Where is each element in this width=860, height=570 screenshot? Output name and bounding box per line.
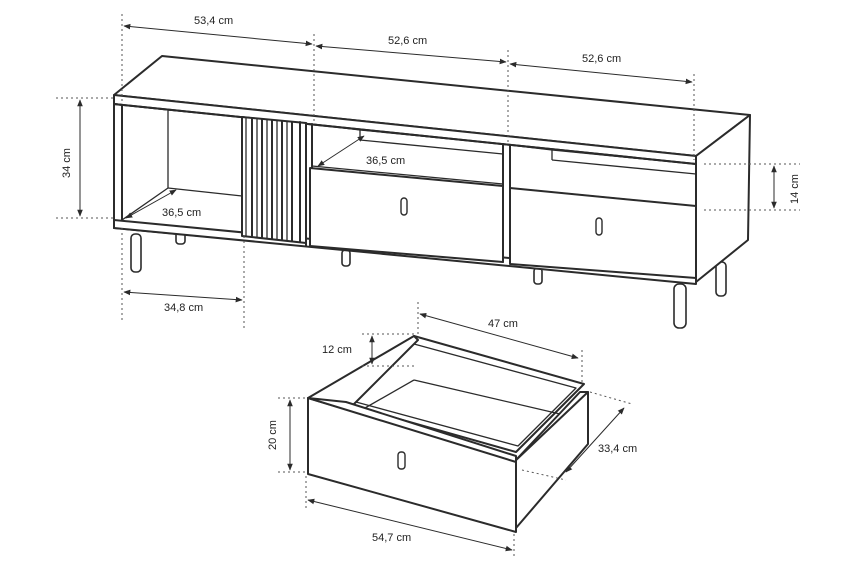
drawer-detail <box>307 335 589 533</box>
label-drawer-inner-height: 12 cm <box>322 344 352 356</box>
drawer-detail-handle[interactable] <box>397 451 406 470</box>
dim-line-depth-left <box>125 189 177 219</box>
label-depth-left: 36,5 cm <box>162 207 201 219</box>
drawer-dimensions: 47 cm 12 cm 20 cm 33,4 cm 54,7 cm <box>267 302 637 556</box>
slatted-door[interactable] <box>241 116 307 244</box>
cabinet-left-side <box>113 103 123 229</box>
dim-line-open-compartment <box>123 289 243 303</box>
label-top-middle-width: 52,6 cm <box>388 35 427 47</box>
label-drawer-depth: 33,4 cm <box>598 443 637 455</box>
label-drawer-inner-width: 47 cm <box>488 318 518 330</box>
left-compartment-back <box>121 104 169 221</box>
dim-line-depth-middle <box>317 135 365 167</box>
cabinet-leg-back-right <box>533 267 543 285</box>
label-total-height: 34 cm <box>61 148 73 178</box>
dim-line-top-left <box>123 23 313 47</box>
right-compartment-back <box>509 144 697 207</box>
cabinet-leg-front-left <box>130 233 142 273</box>
cabinet-drawer-right[interactable] <box>509 187 697 279</box>
dim-line-drawer-inner-width <box>419 312 579 360</box>
cabinet-leg-back-far <box>715 261 727 297</box>
dim-line-drawer-depth <box>565 407 625 473</box>
tv-cabinet <box>113 55 751 329</box>
label-right-compartment-height: 14 cm <box>789 174 801 204</box>
drawer-left-handle[interactable] <box>400 197 408 216</box>
drawer-right-handle[interactable] <box>595 217 603 236</box>
dim-line-drawer-front-width <box>307 498 513 552</box>
cabinet-leg-back-mid <box>341 249 351 267</box>
dim-line-top-right <box>509 61 693 85</box>
dim-line-top-middle <box>315 43 507 65</box>
label-depth-middle: 36,5 cm <box>366 155 405 167</box>
label-top-right-width: 52,6 cm <box>582 53 621 65</box>
label-top-left-width: 53,4 cm <box>194 15 233 27</box>
label-open-compartment-width: 34,8 cm <box>164 302 203 314</box>
cabinet-leg-front-right <box>673 283 687 329</box>
cabinet-dimensions: 53,4 cm 52,6 cm 52,6 cm 34 cm 14 cm 36,5… <box>56 14 801 330</box>
label-drawer-front-height: 20 cm <box>267 420 279 450</box>
middle-compartment-back <box>311 123 504 185</box>
label-drawer-front-width: 54,7 cm <box>372 532 411 544</box>
